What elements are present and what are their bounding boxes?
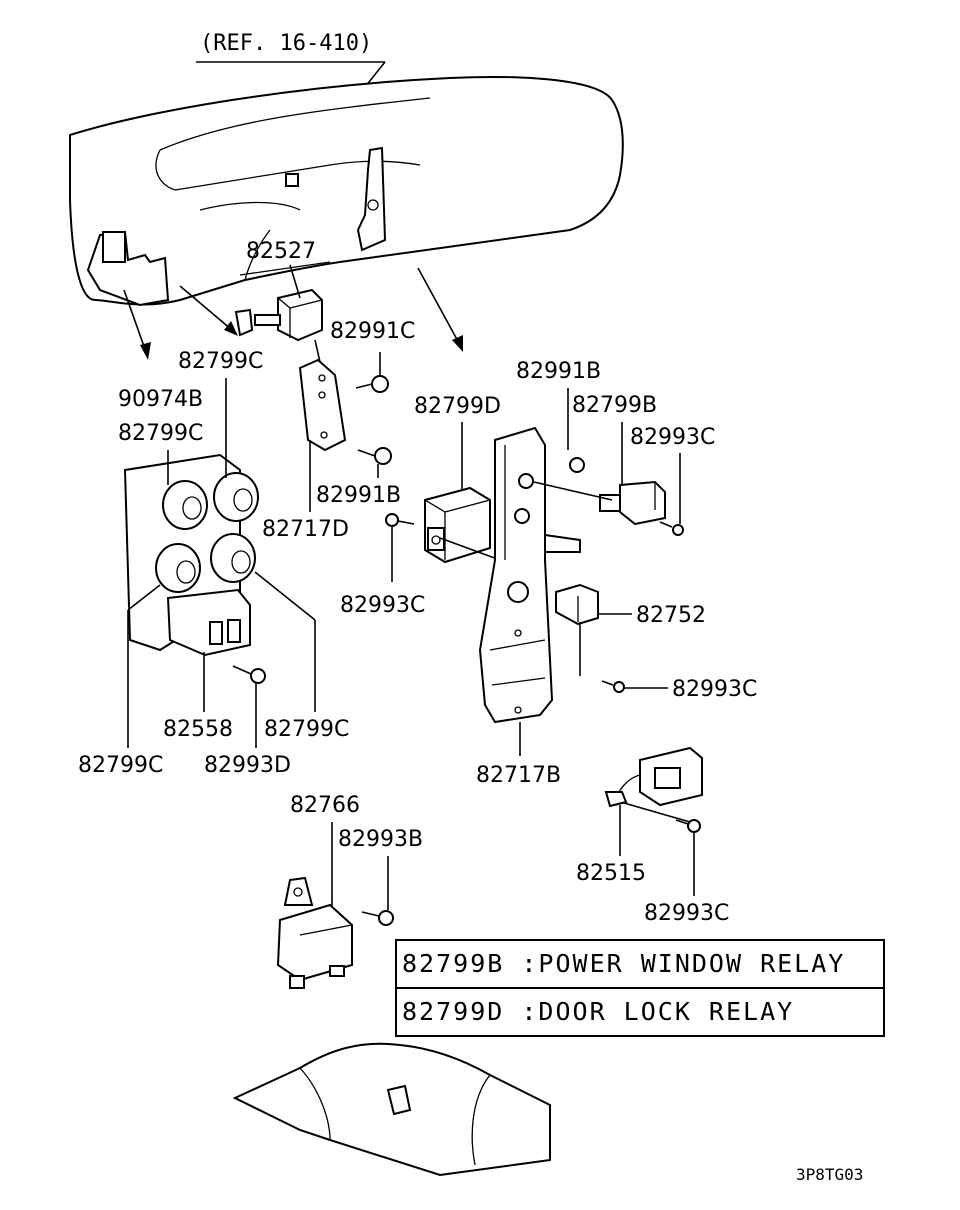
label-82799D: 82799D — [414, 394, 501, 419]
screw-82993C-mid — [385, 513, 415, 527]
label-82799C-lower: 82799C — [264, 717, 349, 742]
relay-82799D-link — [439, 537, 501, 561]
arrow-right-line — [417, 267, 461, 346]
part-82527-relay — [234, 288, 323, 342]
leader-82799C-bottom-b — [127, 584, 161, 611]
leader-82515-screw — [623, 802, 691, 823]
bolt-82991C — [355, 375, 389, 393]
bracket-82717D — [298, 339, 347, 452]
label-82717D: 82717D — [262, 517, 349, 542]
screw-82993C-right — [659, 521, 684, 536]
label-82799C-top: 82799C — [178, 349, 263, 374]
relay-82766 — [276, 876, 353, 989]
label-90974B: 90974B — [118, 387, 203, 412]
screw-82993D — [232, 665, 266, 684]
label-82752: 82752 — [636, 603, 706, 628]
bolt-82993B — [361, 910, 394, 926]
label-82993C-mid: 82993C — [340, 593, 425, 618]
legend-row-door-lock: 82799D :DOOR LOCK RELAY — [402, 997, 794, 1026]
label-82991C: 82991C — [330, 319, 415, 344]
label-82993C-right: 82993C — [630, 425, 715, 450]
relay-82799B-link — [533, 481, 613, 501]
arrow-mid-line — [179, 285, 233, 331]
screw-82993C-lowright — [601, 680, 625, 693]
label-82991B-right: 82991B — [516, 359, 601, 384]
arrow-right-head — [452, 335, 463, 352]
bolt-82991B-left — [357, 447, 392, 465]
label-82515: 82515 — [576, 861, 646, 886]
arrow-mid-head — [224, 321, 238, 336]
label-82799B: 82799B — [572, 393, 657, 418]
relay-82799B — [599, 480, 666, 526]
label-82993C-bottom: 82993C — [644, 901, 729, 926]
label-82799C-bottom: 82799C — [78, 753, 163, 778]
legend-box: 82799B :POWER WINDOW RELAY 82799D :DOOR … — [395, 939, 885, 1037]
label-82717B: 82717B — [476, 763, 561, 788]
arrow-left-line — [123, 289, 147, 353]
label-82527: 82527 — [246, 239, 316, 264]
label-82993B: 82993B — [338, 827, 423, 852]
label-82993C-lowright: 82993C — [672, 677, 757, 702]
part-82752 — [555, 583, 599, 626]
label-82558: 82558 — [163, 717, 233, 742]
legend-row-power-window: 82799B :POWER WINDOW RELAY — [402, 949, 845, 978]
label-82993D: 82993D — [204, 753, 291, 778]
diagram-code: 3P8TG03 — [796, 1165, 863, 1184]
bracket-82717B — [478, 426, 581, 724]
reference-label: (REF. 16-410) — [200, 31, 372, 56]
label-82799C-second: 82799C — [118, 421, 203, 446]
label-82991B-left: 82991B — [316, 483, 401, 508]
arrow-left-head — [140, 342, 151, 360]
leader-82799C-lower-a — [254, 571, 316, 621]
lower-cover — [232, 1042, 551, 1177]
relay-cluster-left — [123, 453, 259, 657]
part-82515 — [604, 746, 703, 808]
bolt-82991B-right — [569, 457, 585, 473]
leader-82527 — [289, 264, 301, 299]
relay-82799D — [424, 486, 491, 564]
label-82766: 82766 — [290, 793, 360, 818]
dashboard-outline — [69, 76, 624, 307]
